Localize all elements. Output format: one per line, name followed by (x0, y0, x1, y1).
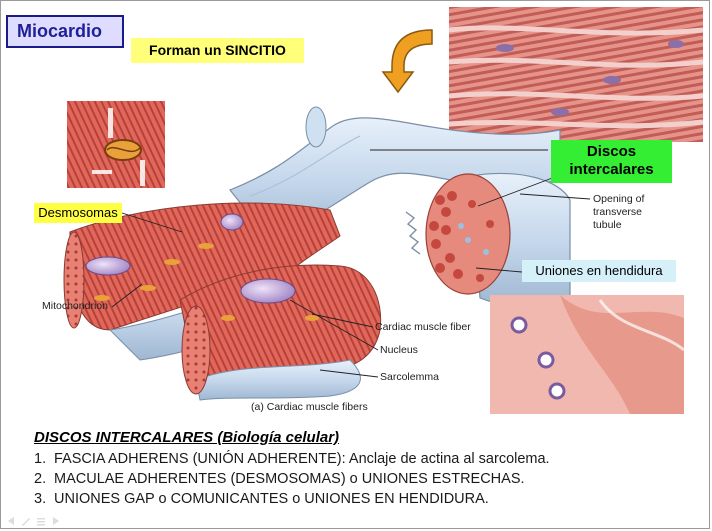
discos-list: DISCOS INTERCALARES (Biología celular) 1… (34, 428, 704, 509)
slide-nav (6, 513, 61, 523)
sincitio-callout: Forman un SINCITIO (131, 38, 304, 63)
opening-tubule-label: Opening of transverse tubule (593, 193, 644, 232)
list-heading: DISCOS INTERCALARES (Biología celular) (34, 428, 704, 447)
nav-forward-icon[interactable] (51, 513, 61, 523)
discos-line-2: intercalares (551, 161, 672, 179)
gap-junction-inset-image (490, 295, 684, 414)
opening-line-2: transverse (593, 206, 644, 219)
list-item: 2.MACULAE ADHERENTES (DESMOSOMAS) o UNIO… (34, 469, 704, 489)
list-item-number: 1. (34, 449, 54, 469)
arrow-curved-down-icon (383, 30, 432, 92)
figure-caption: (a) Cardiac muscle fibers (251, 401, 368, 413)
list-item-text: MACULAE ADHERENTES (DESMOSOMAS) o UNIONE… (54, 471, 525, 487)
nav-menu-icon[interactable] (36, 513, 46, 523)
slide-title: Miocardio (6, 15, 124, 48)
discos-line-1: Discos (551, 143, 672, 161)
list-item-number: 3. (34, 489, 54, 509)
discos-intercalares-callout: Discos intercalares (551, 140, 672, 183)
list-item: 3.UNIONES GAP o COMUNICANTES o UNIONES E… (34, 489, 704, 509)
uniones-callout: Uniones en hendidura (522, 260, 676, 282)
intercalated-disc-end (406, 173, 570, 306)
opening-line-3: tubule (593, 219, 644, 232)
desmosomas-callout: Desmosomas (34, 203, 122, 223)
cardiac-fiber-label: Cardiac muscle fiber (375, 321, 471, 333)
fiber-lower (180, 265, 381, 400)
nav-back-icon[interactable] (6, 513, 16, 523)
opening-line-1: Opening of (593, 193, 644, 206)
nav-pen-icon[interactable] (21, 513, 31, 523)
list-item-text: UNIONES GAP o COMUNICANTES o UNIONES EN … (54, 491, 489, 507)
nucleus-label: Nucleus (380, 344, 418, 356)
mitochondrion-label: Mitochondrion (42, 300, 108, 312)
list-item-text: FASCIA ADHERENS (UNIÓN ADHERENTE): Ancla… (54, 451, 550, 467)
micrograph-image (449, 7, 703, 142)
desmosome-inset-image (67, 101, 165, 188)
list-item: 1.FASCIA ADHERENS (UNIÓN ADHERENTE): Anc… (34, 449, 704, 469)
sarcolemma-label: Sarcolemma (380, 371, 439, 383)
list-item-number: 2. (34, 469, 54, 489)
